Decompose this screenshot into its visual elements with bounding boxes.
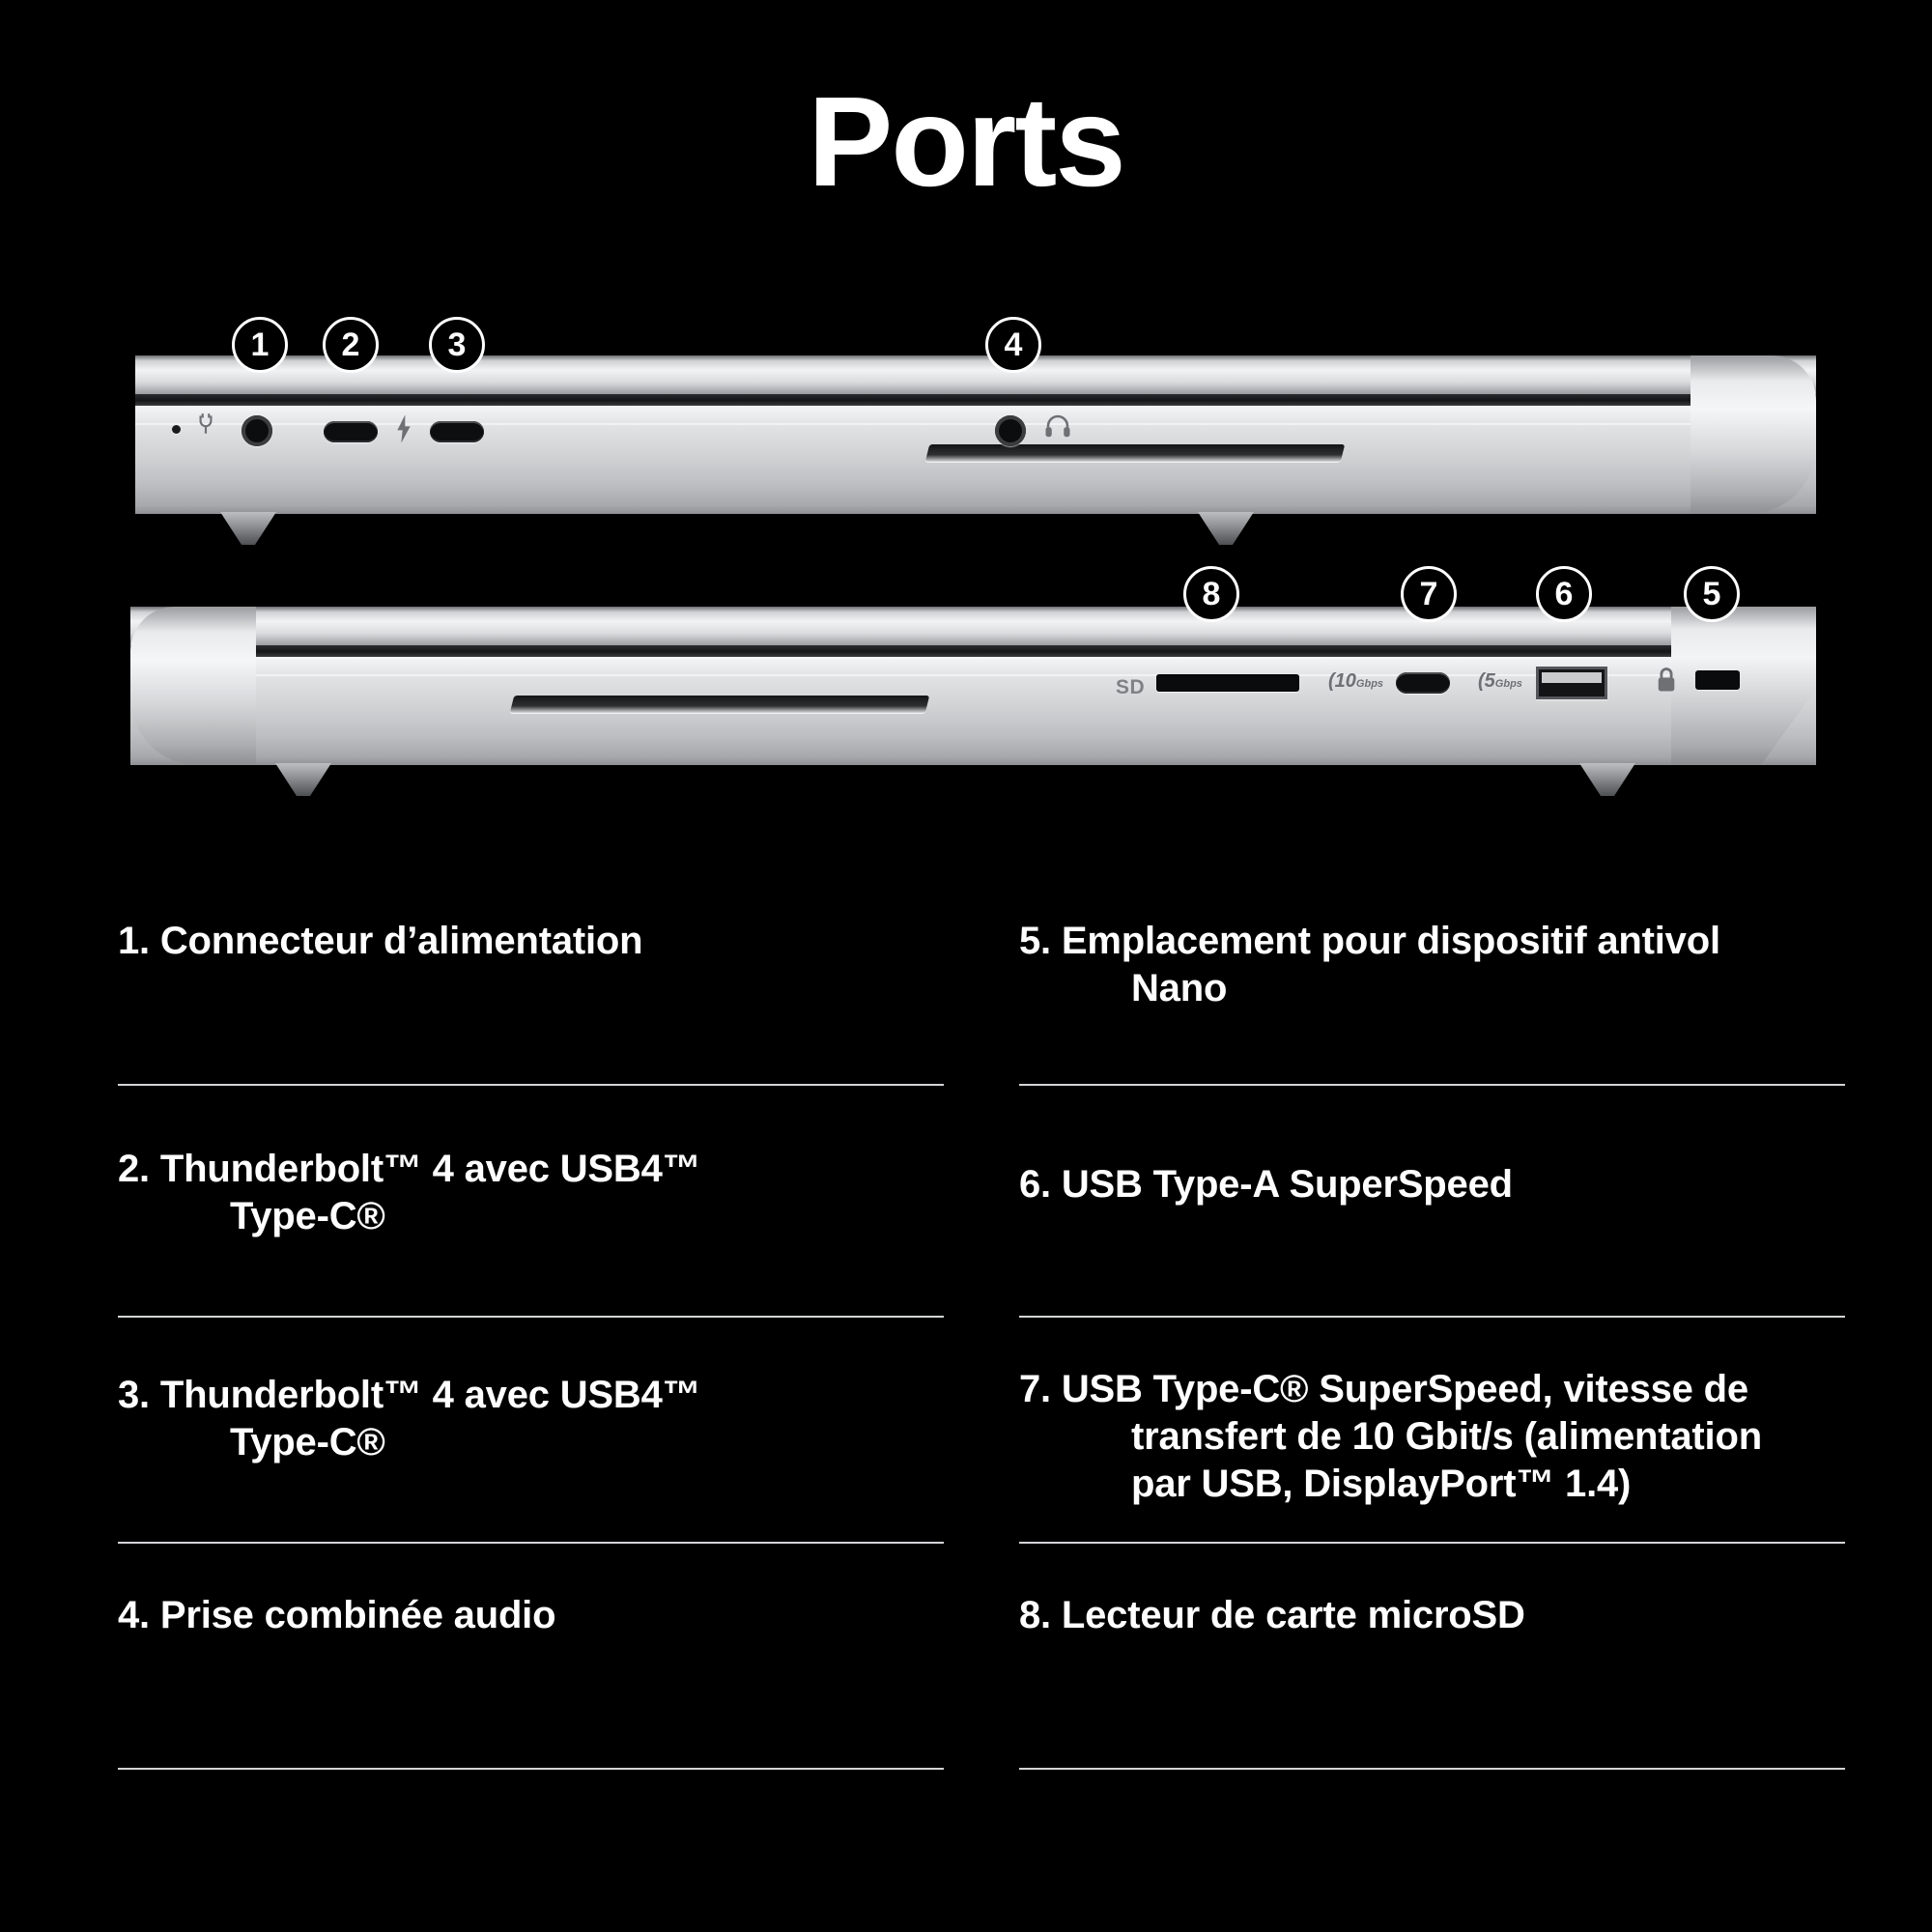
legend-item-5-number: 5: [1019, 920, 1041, 962]
legend-divider-4: [118, 1768, 944, 1770]
nano-security-lock-slot: [1695, 670, 1740, 690]
power-connector-port: [242, 415, 272, 446]
sd-slot-label: SD: [1116, 676, 1146, 698]
audio-combo-jack-port: [995, 415, 1026, 446]
usbc-10gbps-speed-marking: (10Gbps: [1328, 670, 1384, 692]
legend-item-6: 6. USB Type-A SuperSpeed: [1019, 1161, 1513, 1208]
legend-item-5-label: 5. Emplacement pour dispositif antivol N…: [1019, 920, 1720, 1009]
legend-item-1-label: 1. Connecteur d’alimentation: [118, 920, 643, 962]
page-title: Ports: [808, 71, 1125, 213]
legend-divider-8: [1019, 1768, 1845, 1770]
laptop-foot: [220, 512, 276, 545]
legend-item-7: 7. USB Type-C® SuperSpeed, vitesse de tr…: [1019, 1366, 1762, 1507]
legend-item-7-text-line1: USB Type-C® SuperSpeed, vitesse de: [1061, 1368, 1748, 1410]
legend-item-8-label: 8. Lecteur de carte microSD: [1019, 1594, 1525, 1636]
legend-item-7-number: 7: [1019, 1368, 1041, 1410]
legend-item-6-number: 6: [1019, 1163, 1041, 1206]
callout-badge-2: 2: [323, 317, 379, 373]
legend-item-3: 3. Thunderbolt™ 4 avec USB4™ Type-C®: [118, 1372, 701, 1466]
legend-item-1-text: Connecteur d’alimentation: [159, 920, 643, 962]
legend-item-3-text-line1: Thunderbolt™ 4 avec USB4™: [159, 1374, 701, 1416]
legend-item-4-text: Prise combinée audio: [159, 1594, 556, 1636]
padlock-icon: [1658, 668, 1675, 692]
legend-item-5: 5. Emplacement pour dispositif antivol N…: [1019, 918, 1720, 1012]
legend-item-2: 2. Thunderbolt™ 4 avec USB4™ Type-C®: [118, 1146, 701, 1240]
laptop-base-highlight: [135, 423, 1816, 425]
legend-item-4-label: 4. Prise combinée audio: [118, 1594, 556, 1636]
legend-item-7-text-line2: transfert de 10 Gbit/s (alimentation: [1131, 1414, 1762, 1458]
legend-item-8-number: 8: [1019, 1594, 1041, 1636]
legend-item-6-text: USB Type-A SuperSpeed: [1061, 1163, 1513, 1206]
speaker-vent-slot: [924, 444, 1346, 462]
laptop-foot: [275, 763, 331, 796]
callout-badge-7: 7: [1401, 566, 1457, 622]
laptop-seam: [135, 394, 1816, 406]
callout-badge-4: 4: [985, 317, 1041, 373]
legend-divider-1: [118, 1084, 944, 1086]
legend-item-3-text-line2: Type-C®: [230, 1420, 385, 1463]
legend-item-3-label: 3. Thunderbolt™ 4 avec USB4™ Type-C®: [118, 1374, 701, 1463]
laptop-left-side-view: 1 2 3 4: [135, 317, 1816, 549]
legend-item-4: 4. Prise combinée audio: [118, 1592, 556, 1639]
callout-badge-5: 5: [1684, 566, 1740, 622]
legend-divider-2: [118, 1316, 944, 1318]
usb-type-a-superspeed-port: [1536, 667, 1607, 699]
legend-item-1: 1. Connecteur d’alimentation: [118, 918, 643, 965]
usba-5gbps-speed-marking: (5Gbps: [1478, 670, 1522, 692]
legend-item-8-text: Lecteur de carte microSD: [1061, 1594, 1525, 1636]
legend-item-5-text-line1: Emplacement pour dispositif antivol: [1061, 920, 1720, 962]
legend-item-7-text-line3: par USB, DisplayPort™ 1.4): [1131, 1462, 1632, 1505]
legend-item-6-label: 6. USB Type-A SuperSpeed: [1019, 1163, 1513, 1206]
power-plug-icon: [199, 413, 213, 434]
legend-item-7-label: 7. USB Type-C® SuperSpeed, vitesse de tr…: [1019, 1368, 1762, 1505]
thunderbolt-bolt-icon: [397, 414, 411, 443]
callout-badge-3: 3: [429, 317, 485, 373]
laptop-right-side-view: SD (10Gbps (5Gbps 8 7 6 5: [130, 566, 1816, 800]
legend-item-2-label: 2. Thunderbolt™ 4 avec USB4™ Type-C®: [118, 1148, 701, 1237]
thunderbolt-usbc-port-3: [430, 421, 484, 442]
headset-icon: [1045, 414, 1070, 438]
callout-badge-8: 8: [1183, 566, 1239, 622]
legend-item-4-number: 4: [118, 1594, 140, 1636]
legend-divider-6: [1019, 1316, 1845, 1318]
legend-divider-3: [118, 1542, 944, 1544]
legend-item-3-number: 3: [118, 1374, 140, 1416]
laptop-foot: [1579, 763, 1635, 796]
legend-divider-5: [1019, 1084, 1845, 1086]
legend-item-1-number: 1: [118, 920, 140, 962]
callout-badge-6: 6: [1536, 566, 1592, 622]
laptop-foot: [1198, 512, 1254, 545]
laptop-seam: [130, 645, 1816, 657]
laptop-base-highlight: [130, 674, 1816, 676]
laptop-lid: [135, 355, 1816, 394]
legend-item-2-number: 2: [118, 1148, 140, 1190]
legend-divider-7: [1019, 1542, 1845, 1544]
usbc-superspeed-port: [1396, 672, 1450, 694]
laptop-lid: [130, 607, 1816, 645]
legend-item-2-text-line2: Type-C®: [230, 1194, 385, 1237]
laptop-rounded-end-cap: [130, 607, 256, 765]
laptop-rounded-end-cap: [1690, 355, 1816, 514]
legend-item-5-text-line2: Nano: [1131, 966, 1228, 1009]
power-led-indicator: [172, 425, 181, 434]
callout-badge-1: 1: [232, 317, 288, 373]
speaker-vent-slot: [509, 696, 930, 713]
thunderbolt-usbc-port-2: [324, 421, 378, 442]
legend-item-8: 8. Lecteur de carte microSD: [1019, 1592, 1525, 1639]
legend-item-2-text-line1: Thunderbolt™ 4 avec USB4™: [159, 1148, 701, 1190]
microsd-card-reader-slot: [1156, 674, 1299, 692]
